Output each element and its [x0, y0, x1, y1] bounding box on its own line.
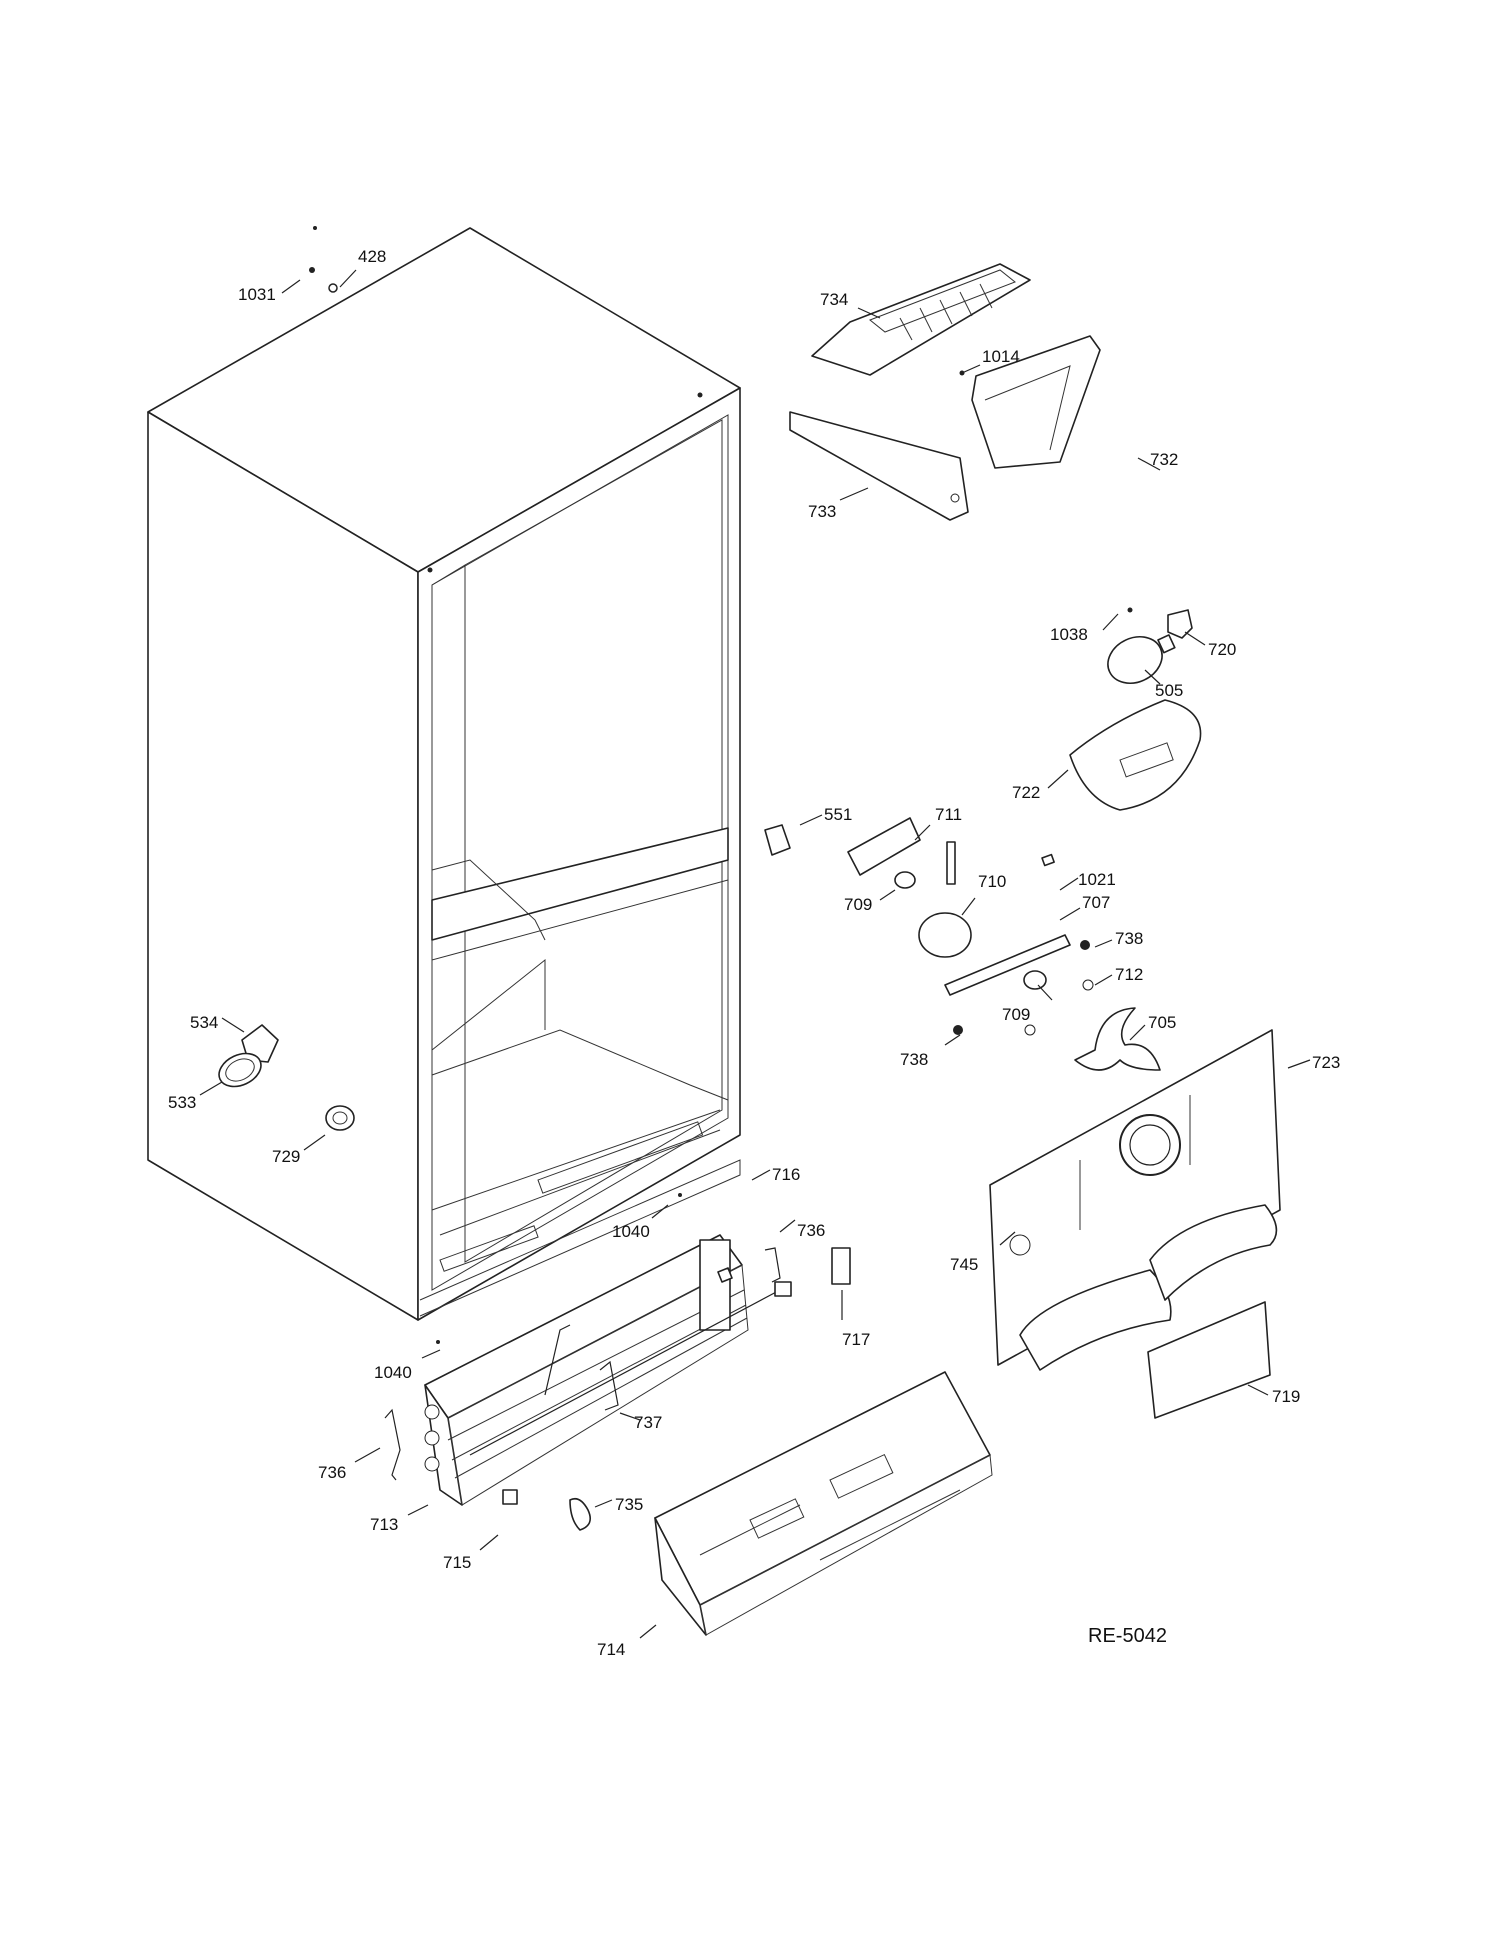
evaporator-cover [989, 1029, 1281, 1419]
callout-738-b: 738 [900, 1050, 928, 1069]
callout-710: 710 [978, 872, 1006, 891]
callout-1031: 1031 [238, 285, 276, 304]
callout-1014: 1014 [982, 347, 1020, 366]
callout-711: 711 [935, 805, 962, 824]
drain-pan [654, 1371, 993, 1636]
callout-714: 714 [597, 1640, 625, 1659]
callout-712: 712 [1115, 965, 1143, 984]
light-assembly [1069, 607, 1202, 811]
callout-732: 732 [1150, 450, 1178, 469]
callout-719: 719 [1272, 1387, 1300, 1406]
callout-745: 745 [950, 1255, 978, 1274]
callout-505: 505 [1155, 681, 1183, 700]
callout-723: 723 [1312, 1053, 1340, 1072]
callout-736-b: 736 [318, 1463, 346, 1482]
callout-716: 716 [772, 1165, 800, 1184]
callout-1021: 1021 [1078, 870, 1116, 889]
callout-720: 720 [1208, 640, 1236, 659]
callout-713: 713 [370, 1515, 398, 1534]
callout-729: 729 [272, 1147, 300, 1166]
callout-717: 717 [842, 1330, 870, 1349]
callout-705: 705 [1148, 1013, 1176, 1032]
callout-428: 428 [358, 247, 386, 266]
fan-motor-parts [764, 817, 1161, 1071]
diagram-reference: RE-5042 [1088, 1625, 1167, 1647]
callout-labels: 1031 428 734 1014 732 733 1038 720 505 7… [168, 247, 1340, 1659]
callout-734: 734 [820, 290, 848, 309]
callout-738-a: 738 [1115, 929, 1143, 948]
callout-709-a: 709 [844, 895, 872, 914]
callout-534: 534 [190, 1013, 218, 1032]
case-side-parts [218, 267, 355, 1131]
callout-709-b: 709 [1002, 1005, 1030, 1024]
callout-533: 533 [168, 1093, 196, 1112]
evaporator [384, 1193, 851, 1531]
callout-1040-b: 1040 [374, 1363, 412, 1382]
callout-715: 715 [443, 1553, 471, 1572]
callout-737: 737 [634, 1413, 662, 1432]
callout-733: 733 [808, 502, 836, 521]
air-duct-assembly [789, 263, 1101, 521]
callout-1038: 1038 [1050, 625, 1088, 644]
callout-1040-a: 1040 [612, 1222, 650, 1241]
callout-736-a: 736 [797, 1221, 825, 1240]
callout-722: 722 [1012, 783, 1040, 802]
callout-707: 707 [1082, 893, 1110, 912]
callout-551: 551 [824, 805, 852, 824]
leader-lines [199, 269, 1311, 1639]
refrigerator-case [147, 226, 741, 1321]
callout-735: 735 [615, 1495, 643, 1514]
